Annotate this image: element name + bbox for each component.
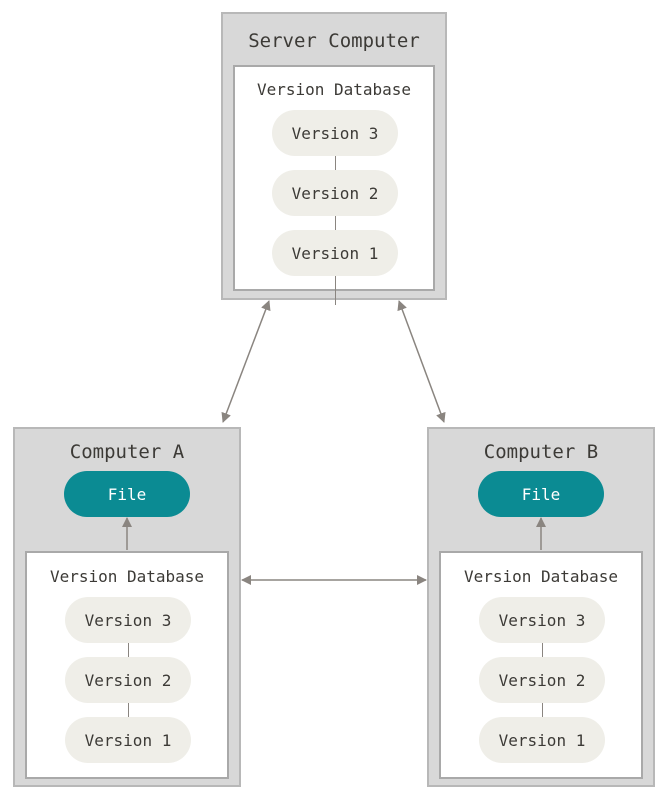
- computer-a-title: Computer A: [69, 441, 185, 463]
- computer-b-version-2: Version 2: [479, 657, 605, 703]
- arrow-server-to-computer-b: [397, 300, 446, 423]
- server-db-title: Version Database: [256, 80, 412, 99]
- computer-a-version-database: Version Database Version 3 Version 2 Ver…: [25, 551, 229, 779]
- computer-a-version-3: Version 3: [65, 597, 191, 643]
- server-version-3: Version 3: [272, 110, 398, 156]
- computer-b-version-3: Version 3: [479, 597, 605, 643]
- server-version-1: Version 1: [272, 230, 398, 276]
- server-computer: Server Computer Version Database Version…: [221, 12, 447, 305]
- computer-b: Computer B File Version Database Version…: [427, 427, 655, 787]
- computer-a-file: File: [64, 471, 190, 517]
- computer-a-version-2: Version 2: [65, 657, 191, 703]
- computer-a-version-1: Version 1: [65, 717, 191, 763]
- computer-b-db-title: Version Database: [463, 567, 619, 586]
- computer-b-version-1: Version 1: [479, 717, 605, 763]
- computer-b-file: File: [478, 471, 604, 517]
- server-computer-title: Server Computer: [248, 30, 420, 52]
- computer-a-db-title: Version Database: [49, 567, 205, 586]
- computer-a: Computer A File Version Database Version…: [13, 427, 241, 787]
- computer-b-title: Computer B: [483, 441, 599, 463]
- computer-b-version-database: Version Database Version 3 Version 2 Ver…: [439, 551, 643, 779]
- arrow-server-to-computer-a: [221, 300, 271, 423]
- server-version-2: Version 2: [272, 170, 398, 216]
- server-version-database: Version Database Version 3 Version 2 Ver…: [233, 65, 435, 305]
